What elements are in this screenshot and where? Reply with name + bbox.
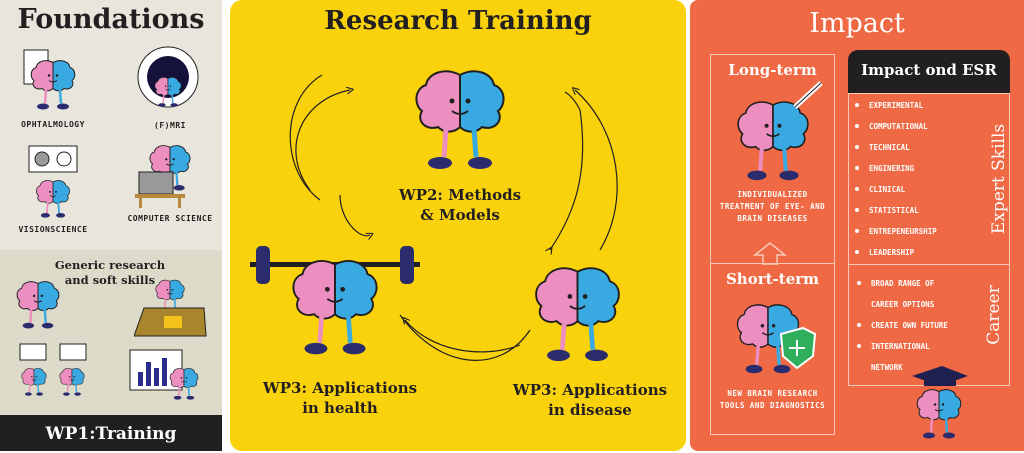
career-item: INTERNATIONAL <box>853 336 948 357</box>
wp1-training-label: WP1:Training <box>0 415 222 451</box>
foundations-title: Foundations <box>17 4 205 35</box>
research-training-title: Research Training <box>324 6 592 36</box>
research-training-panel: Research Training WP2: Methods & Models … <box>230 0 686 451</box>
label-ophthalmology: OPHTALMOLOGY <box>21 120 85 129</box>
career-item: CAREER OPTIONS <box>871 300 935 309</box>
chart-presentation-illustration <box>129 349 199 401</box>
impact-panel: Impact Long-term INDIVIDUALIZED TREATMEN… <box>690 0 1024 451</box>
label-computer-science: COMPUTER SCIENCE <box>127 214 213 223</box>
wp3-health-label: WP3: Applications in health <box>262 379 418 417</box>
wp3-disease-brain-illustration <box>530 262 625 367</box>
long-term-brain-syringe-illustration <box>733 81 823 189</box>
skill-item: ENGINERING <box>851 158 937 179</box>
skill-item: TECHNICAL <box>851 137 937 158</box>
skill-item: LEADERSHIP <box>851 242 937 263</box>
wp2-brain-illustration <box>410 60 510 185</box>
magnifier-brain-illustration <box>15 280 61 330</box>
puzzle-brain-illustration <box>134 278 207 337</box>
wp3-disease-label: WP3: Applications in disease <box>512 381 668 419</box>
short-term-title: Short-term <box>725 270 820 288</box>
label-visionscience: VISIONSCIENCE <box>18 225 88 234</box>
career-list: BROAD RANGE OF CAREER OPTIONS CREATE OWN… <box>853 273 948 378</box>
skill-item: COMPUTATIONAL <box>851 116 937 137</box>
impact-title: Impact <box>809 8 905 39</box>
generic-skills-title: Generic research and soft skills <box>54 258 166 287</box>
visionscience-illustration <box>28 145 78 219</box>
long-term-box: Long-term INDIVIDUALIZED TREATMENT OF EY… <box>710 54 835 265</box>
esr-header-title: Impact ond ESR <box>861 61 997 79</box>
up-arrow-icon <box>753 242 787 265</box>
skill-item: CLINICAL <box>851 179 937 200</box>
expert-skills-list: EXPERIMENTAL COMPUTATIONAL TECHNICAL ENG… <box>851 95 937 263</box>
mri-illustration <box>137 46 199 108</box>
chat-brains-illustration <box>19 343 87 397</box>
esr-header: Impact ond ESR <box>848 50 1010 93</box>
short-term-brain-shield-illustration <box>733 294 817 386</box>
career-label: Career <box>984 285 1004 345</box>
skill-item: ENTREPENEURSHIP <box>851 221 937 242</box>
label-fmri: (F)MRI <box>154 121 186 130</box>
career-item: NETWORK <box>871 363 903 372</box>
career-item: CREATE OWN FUTURE <box>853 315 948 336</box>
long-term-text: INDIVIDUALIZED TREATMENT OF EYE- AND BRA… <box>719 190 826 223</box>
expert-skills-box: EXPERIMENTAL COMPUTATIONAL TECHNICAL ENG… <box>848 93 1010 265</box>
foundations-panel: Foundations OPHTALMOLOGY (F)MRI VISIONSC… <box>0 0 222 451</box>
graduate-brain-illustration <box>912 366 968 440</box>
wp3-health-weightlifting-illustration <box>250 246 420 360</box>
ophthalmology-brain-illustration <box>23 49 77 111</box>
generic-skills-section: Generic research and soft skills <box>0 250 222 415</box>
short-term-box: Short-term NEW BRAIN RESEARCH TOOLS AND … <box>710 263 835 435</box>
short-term-text: NEW BRAIN RESEARCH TOOLS AND DIAGNOSTICS <box>719 389 826 410</box>
wp2-label: WP2: Methods & Models <box>398 186 522 224</box>
expert-skills-label: Expert Skills <box>989 123 1009 235</box>
computer-science-illustration <box>135 144 192 208</box>
career-item: BROAD RANGE OF <box>853 273 948 294</box>
skill-item: EXPERIMENTAL <box>851 95 937 116</box>
long-term-title: Long-term <box>728 61 817 79</box>
cycle-arrows <box>289 74 618 361</box>
skill-item: STATISTICAL <box>851 200 937 221</box>
